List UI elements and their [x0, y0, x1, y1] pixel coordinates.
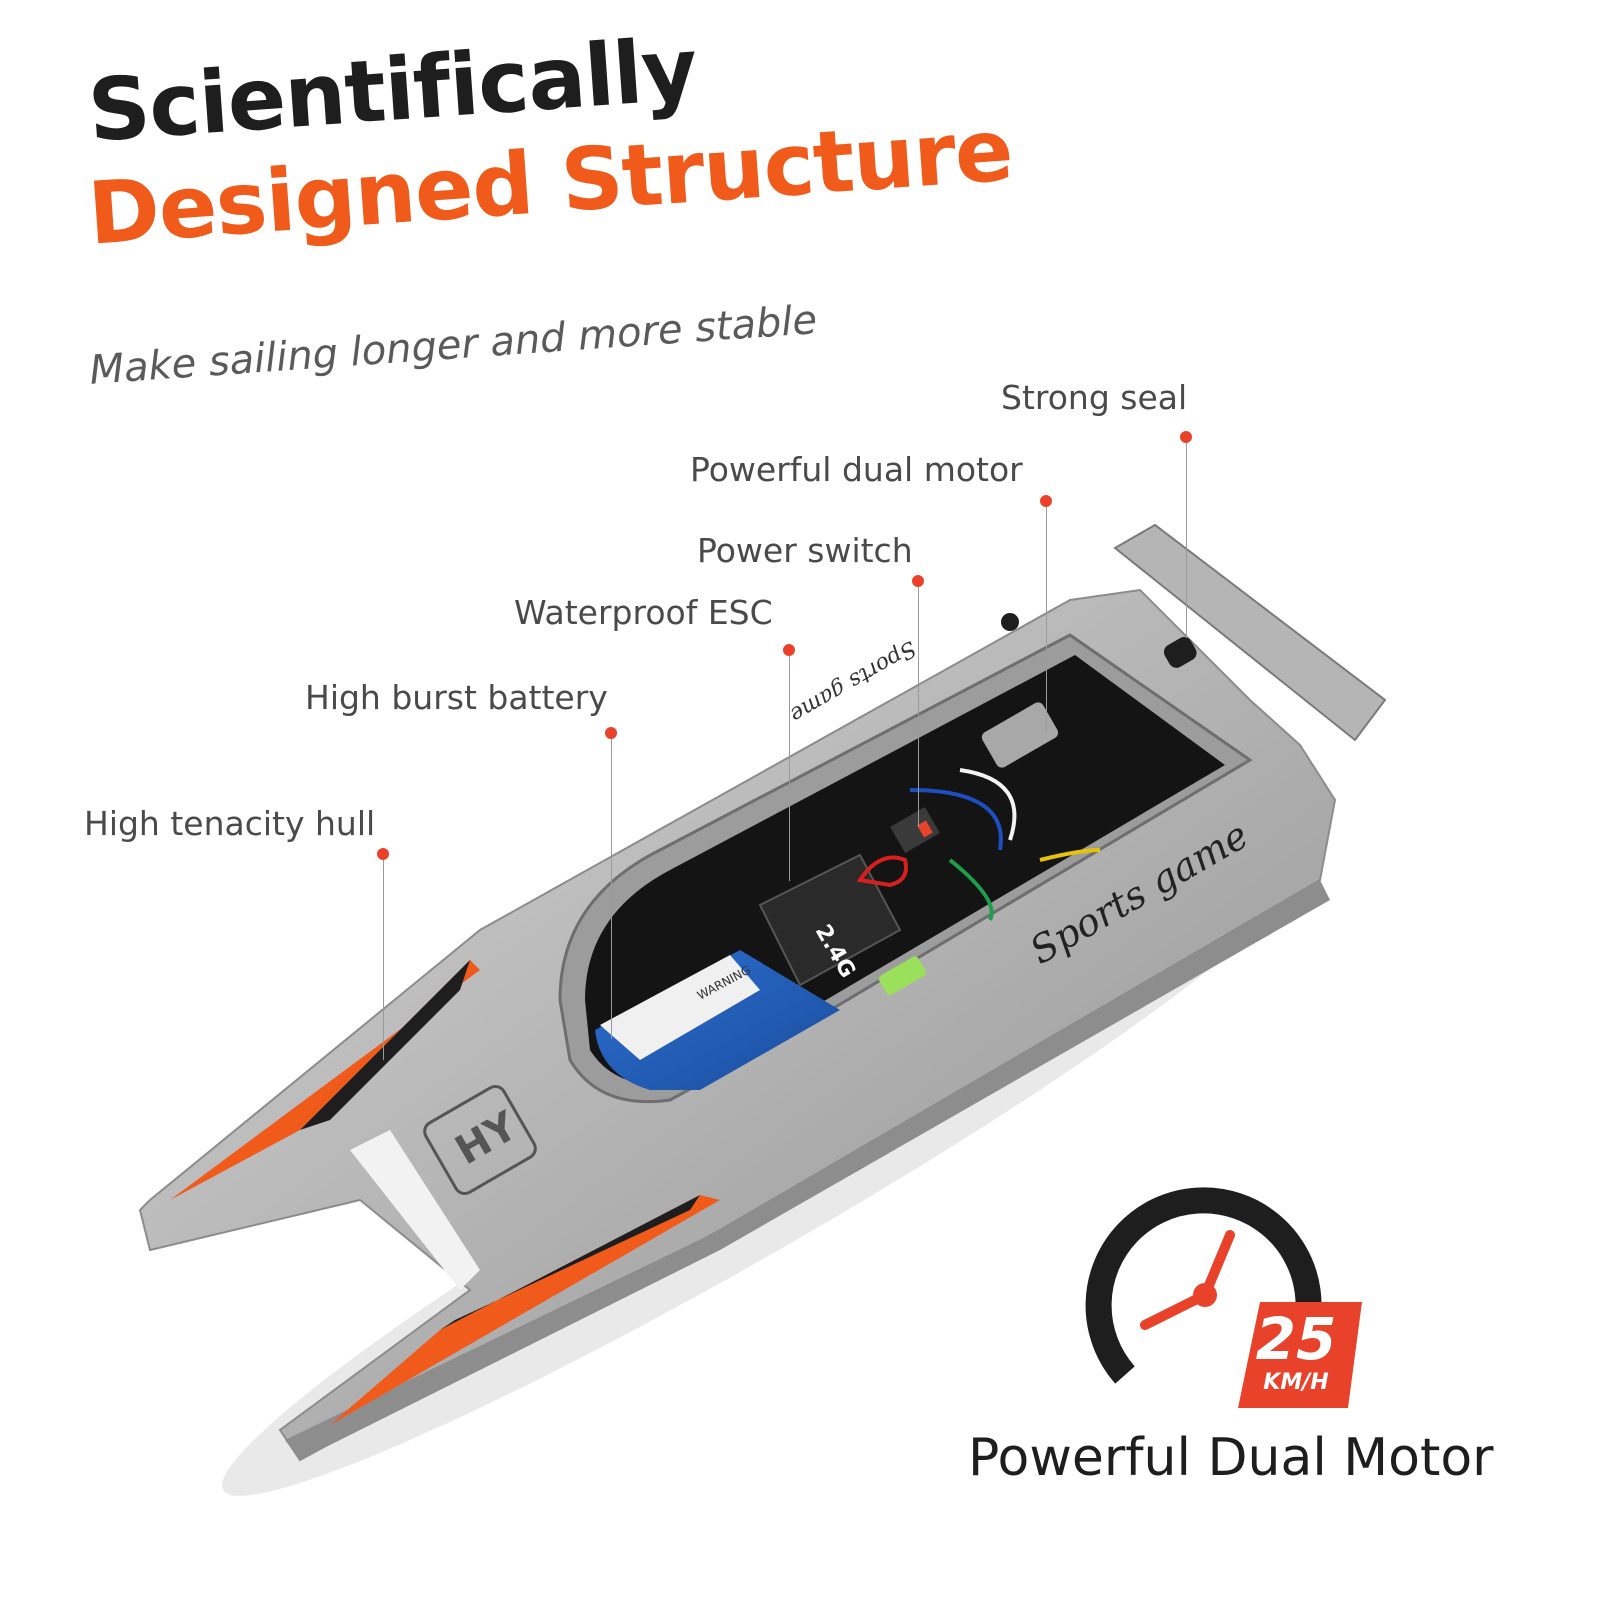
callout-power-switch: Power switch: [697, 531, 913, 570]
leader-power-switch: [918, 587, 919, 827]
leader-battery: [611, 739, 612, 1039]
callout-dot-power-switch: [912, 575, 924, 587]
stripe-upper-dark: [300, 960, 470, 1130]
esc-module: [758, 853, 902, 987]
callout-dot-strong-seal: [1180, 431, 1192, 443]
callout-hull: High tenacity hull: [84, 804, 376, 843]
callout-dot-dual-motor: [1040, 495, 1052, 507]
motor: [981, 702, 1059, 768]
hull-gap: [350, 1130, 480, 1290]
callout-strong-seal: Strong seal: [1001, 378, 1188, 417]
wire-green: [948, 858, 994, 921]
power-switch-knob: [917, 820, 933, 838]
speed-unit: KM/H: [1263, 1370, 1329, 1395]
callout-waterproof-esc: Waterproof ESC: [514, 593, 773, 632]
callout-dot-battery: [605, 727, 617, 739]
wire-yellow: [1039, 848, 1101, 862]
connector-green: [878, 956, 926, 996]
speed-badge: [1238, 1302, 1362, 1408]
power-switch-body: [890, 807, 940, 853]
battery: [595, 950, 840, 1090]
leader-waterproof-esc: [789, 656, 790, 881]
battery-label-area: [600, 955, 760, 1060]
leader-strong-seal: [1186, 443, 1187, 638]
speedometer-icon: [1085, 1187, 1322, 1384]
rear-fin: [1113, 523, 1387, 742]
callout-battery: High burst battery: [305, 678, 608, 717]
seal-knob: [1163, 637, 1197, 668]
stripe-lower: [330, 1195, 720, 1425]
callout-dual-motor: Powerful dual motor: [690, 450, 1023, 489]
speed-value: 25: [1255, 1305, 1337, 1373]
wire-red: [856, 855, 908, 888]
logo-box: [423, 1085, 537, 1195]
speed-caption: Powerful Dual Motor: [968, 1428, 1494, 1488]
stripe-lower-dark: [440, 1195, 700, 1330]
leader-dual-motor: [1046, 507, 1047, 732]
hull-side: [285, 880, 1330, 1460]
front-knob: [1001, 613, 1019, 631]
wire-white: [959, 768, 1017, 841]
callout-dot-waterproof-esc: [783, 644, 795, 656]
leader-hull: [383, 860, 384, 1060]
callout-dot-hull: [377, 848, 389, 860]
wire-blue: [909, 788, 1003, 851]
